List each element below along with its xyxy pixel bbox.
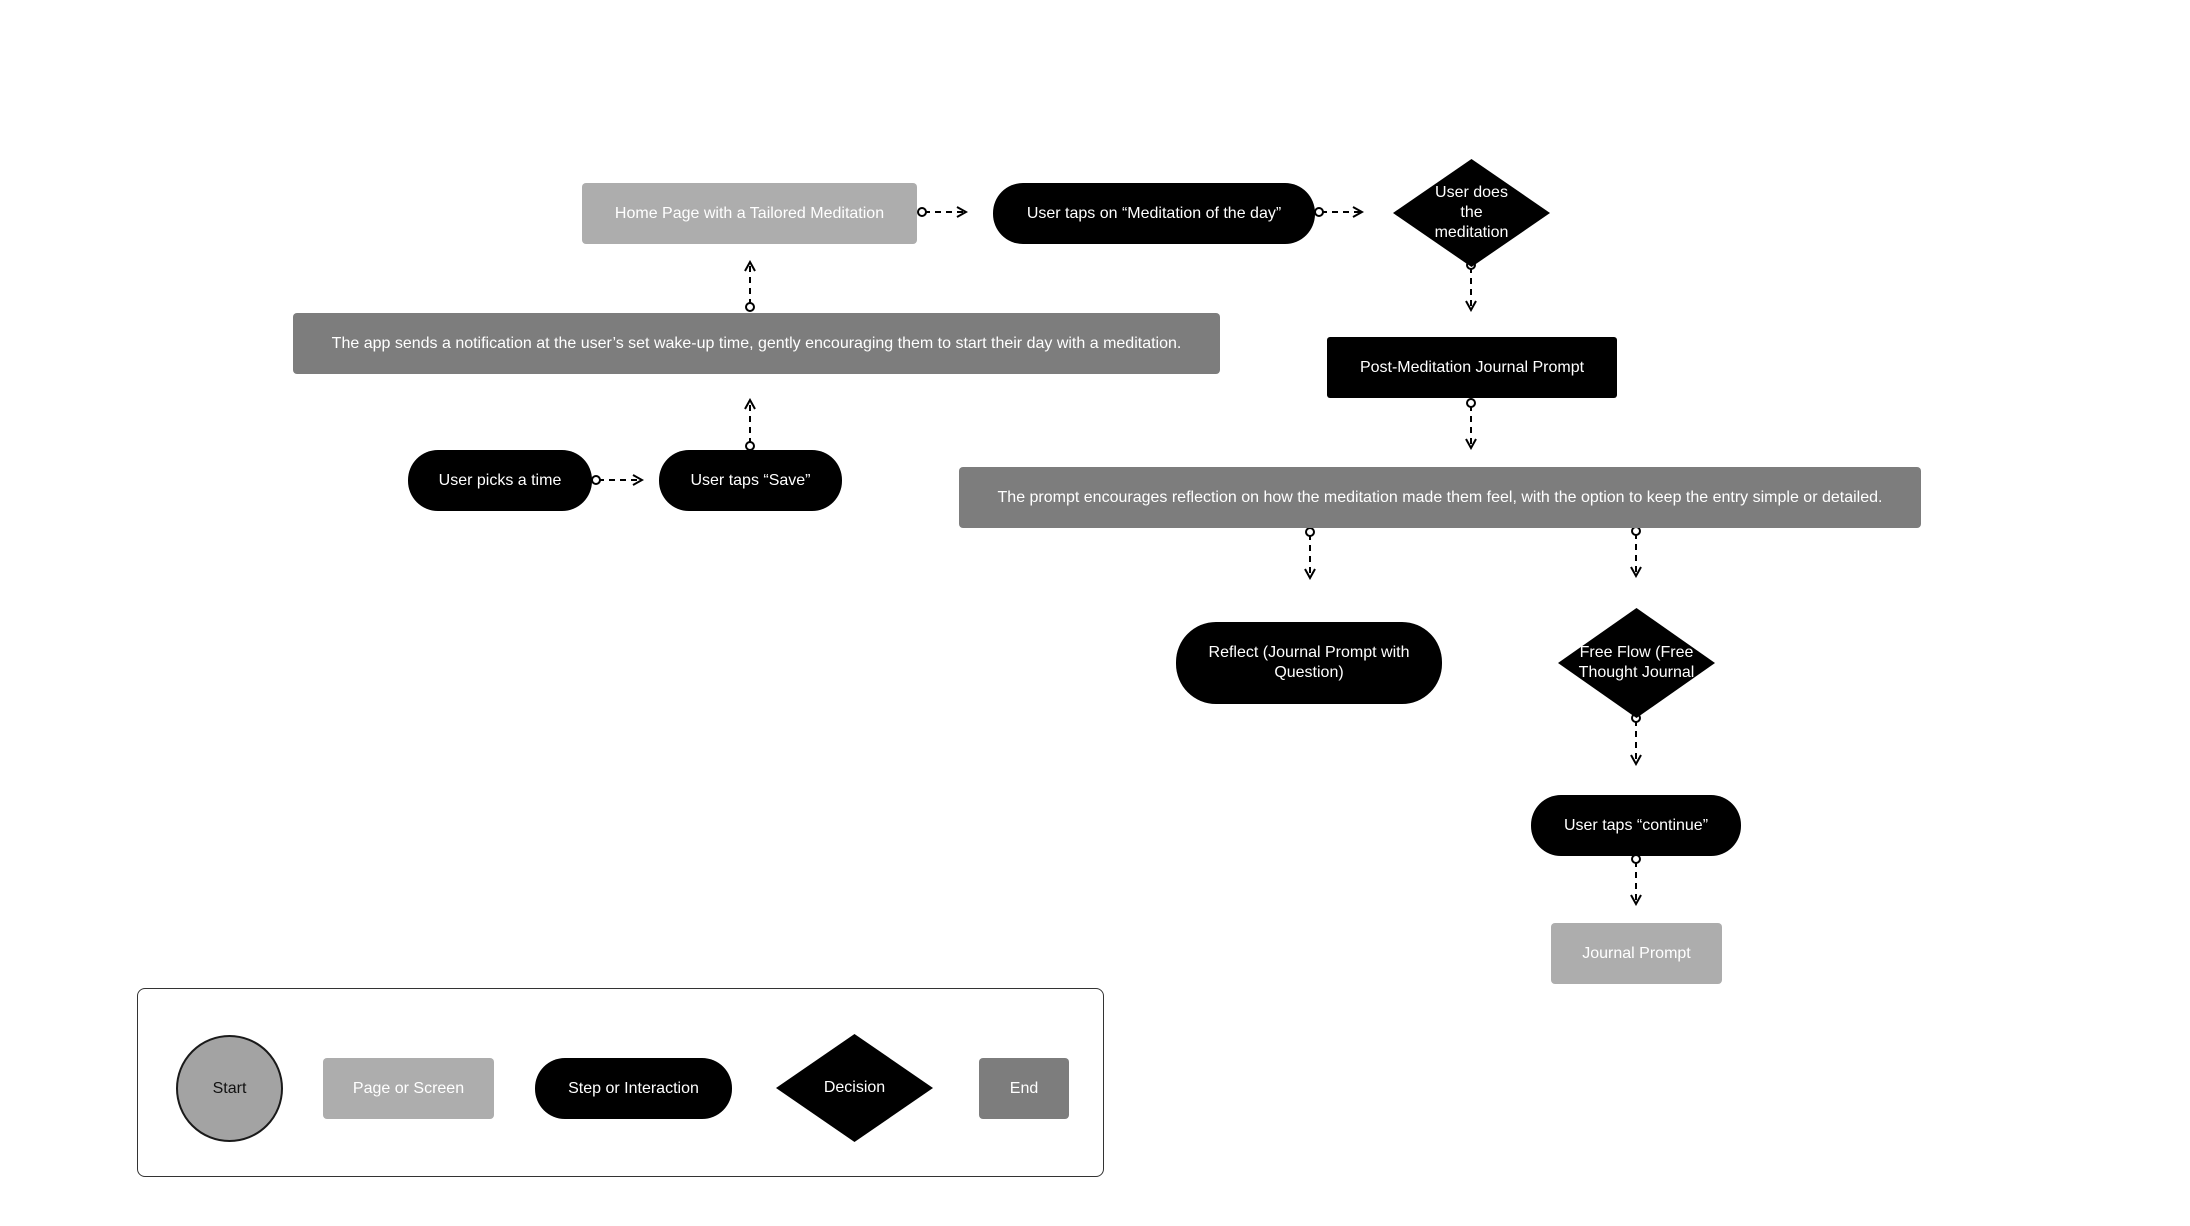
decision-diamond-shape — [1393, 159, 1550, 267]
connector-dot — [591, 475, 601, 485]
node-prompt-encourages-label: The prompt encourages reflection on how … — [997, 488, 1883, 506]
legend-step-label: Step or Interaction — [568, 1079, 699, 1097]
connector-dot — [1314, 207, 1324, 217]
legend-page: Page or Screen — [323, 1058, 494, 1119]
node-does-meditation-label: User does the meditation — [1434, 184, 1509, 241]
node-free-flow-label: Free Flow (Free Thought Journal — [1578, 644, 1695, 681]
node-notification: The app sends a notification at the user… — [293, 313, 1220, 374]
node-taps-continue: User taps “continue” — [1531, 795, 1741, 856]
node-prompt-encourages: The prompt encourages reflection on how … — [959, 467, 1921, 528]
node-post-meditation-prompt-label: Post-Meditation Journal Prompt — [1359, 358, 1585, 376]
legend-page-label: Page or Screen — [352, 1079, 465, 1097]
legend-step: Step or Interaction — [535, 1058, 732, 1119]
legend-decision-label: Decision — [823, 1079, 886, 1096]
connector-dot — [1631, 854, 1641, 864]
node-picks-time-label: User picks a time — [438, 471, 562, 489]
legend-decision: Decision — [776, 1034, 933, 1142]
node-home-page-label: Home Page with a Tailored Meditation — [614, 204, 885, 222]
node-reflect: Reflect (Journal Prompt with Question) — [1176, 622, 1442, 704]
connector-dot — [917, 207, 927, 217]
node-notification-label: The app sends a notification at the user… — [331, 334, 1182, 352]
legend-end: End — [979, 1058, 1069, 1119]
decision-diamond-shape — [776, 1034, 933, 1142]
legend-end-label: End — [1009, 1079, 1039, 1097]
connector-dot — [1631, 526, 1641, 536]
node-does-meditation: User does the meditation — [1393, 159, 1550, 267]
connector-dot — [1305, 527, 1315, 537]
node-home-page: Home Page with a Tailored Meditation — [582, 183, 917, 244]
node-taps-save-label: User taps “Save” — [690, 471, 811, 489]
node-journal-prompt: Journal Prompt — [1551, 923, 1722, 984]
connector-dot — [745, 302, 755, 312]
node-taps-meditation: User taps on “Meditation of the day” — [993, 183, 1315, 244]
legend-start: Start — [176, 1035, 283, 1142]
node-journal-prompt-label: Journal Prompt — [1582, 944, 1691, 962]
connector-dot — [1466, 398, 1476, 408]
decision-diamond-shape — [1558, 608, 1715, 718]
node-taps-continue-label: User taps “continue” — [1563, 816, 1709, 834]
legend-start-label: Start — [212, 1079, 247, 1097]
connector-dot — [745, 441, 755, 451]
node-taps-meditation-label: User taps on “Meditation of the day” — [1026, 204, 1282, 222]
node-reflect-label: Reflect (Journal Prompt with Question) — [1208, 644, 1410, 681]
node-post-meditation-prompt: Post-Meditation Journal Prompt — [1327, 337, 1617, 398]
node-taps-save: User taps “Save” — [659, 450, 842, 511]
node-picks-time: User picks a time — [408, 450, 592, 511]
legend — [137, 988, 1104, 1177]
node-free-flow: Free Flow (Free Thought Journal — [1558, 608, 1715, 718]
